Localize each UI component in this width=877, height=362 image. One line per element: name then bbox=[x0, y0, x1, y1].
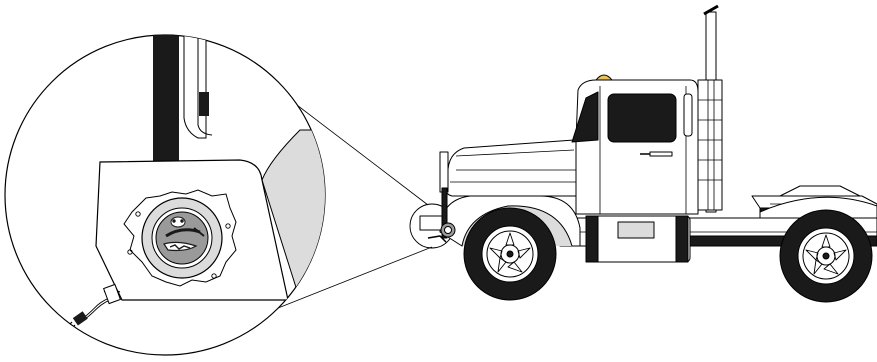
door-window bbox=[608, 94, 676, 142]
exhaust-heat-shield bbox=[698, 80, 722, 210]
hood bbox=[446, 140, 592, 196]
door-handle bbox=[650, 152, 672, 156]
front-bumper bbox=[420, 216, 442, 230]
side-mirror bbox=[684, 94, 692, 136]
magnified-frame-rail bbox=[153, 30, 179, 170]
rear-wheel bbox=[780, 210, 872, 302]
step-plate bbox=[618, 222, 654, 238]
roof-beacon bbox=[596, 75, 612, 80]
magnified-detail bbox=[5, 30, 340, 355]
grille bbox=[440, 152, 448, 192]
front-wheel bbox=[464, 208, 556, 300]
truck-tractor bbox=[420, 6, 877, 302]
windshield bbox=[572, 92, 598, 142]
magnified-bracket bbox=[184, 30, 206, 138]
